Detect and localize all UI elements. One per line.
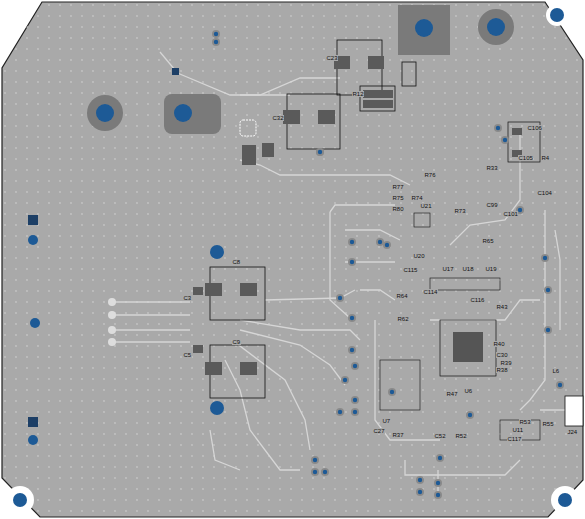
via bbox=[494, 124, 502, 132]
part-designator: C27 bbox=[373, 428, 385, 434]
part-designator: R76 bbox=[424, 172, 436, 178]
via bbox=[336, 408, 344, 416]
via bbox=[348, 258, 356, 266]
part-designator: R4 bbox=[541, 155, 550, 161]
via bbox=[348, 314, 356, 322]
part-designator: C52 bbox=[434, 433, 446, 439]
part-designator: R37 bbox=[392, 432, 404, 438]
via bbox=[348, 346, 356, 354]
part-designator: R38 bbox=[496, 367, 508, 373]
via bbox=[501, 136, 509, 144]
part-designator: R65 bbox=[482, 238, 494, 244]
via bbox=[351, 362, 359, 370]
part-designator: L6 bbox=[552, 368, 560, 374]
part-designator: C32 bbox=[272, 115, 284, 121]
part-designator: U21 bbox=[420, 203, 432, 209]
part-designator: R33 bbox=[486, 165, 498, 171]
via bbox=[351, 396, 359, 404]
mounting-holes bbox=[6, 4, 579, 514]
via bbox=[311, 468, 319, 476]
via bbox=[348, 238, 356, 246]
via bbox=[541, 254, 549, 262]
part-designator: R64 bbox=[396, 293, 408, 299]
via bbox=[466, 411, 474, 419]
via bbox=[351, 408, 359, 416]
via bbox=[311, 456, 319, 464]
part-designator: C116 bbox=[470, 297, 485, 303]
part-designator: C104 bbox=[537, 190, 552, 196]
via bbox=[341, 376, 349, 384]
part-designator: J24 bbox=[567, 429, 578, 435]
via bbox=[212, 30, 220, 38]
component-footprints bbox=[193, 40, 583, 440]
via bbox=[416, 476, 424, 484]
part-designator: R74 bbox=[411, 195, 423, 201]
part-designator: R75 bbox=[392, 195, 404, 201]
part-designator: C5 bbox=[183, 352, 192, 358]
via bbox=[383, 241, 391, 249]
via bbox=[336, 294, 344, 302]
via bbox=[434, 479, 442, 487]
part-designator: C23 bbox=[326, 55, 338, 61]
part-designator: C117 bbox=[507, 436, 522, 442]
part-designator: C105 bbox=[518, 155, 533, 161]
connector-pads bbox=[28, 68, 179, 445]
part-designator: C8 bbox=[232, 259, 241, 265]
via bbox=[416, 488, 424, 496]
via bbox=[316, 148, 324, 156]
part-designator: R43 bbox=[496, 304, 508, 310]
part-designator: C30 bbox=[496, 352, 508, 358]
part-designator: C9 bbox=[232, 339, 241, 345]
via bbox=[556, 381, 564, 389]
part-designator: C114 bbox=[423, 289, 438, 295]
part-designator: U11 bbox=[512, 427, 524, 433]
via bbox=[436, 454, 444, 462]
part-designator: R55 bbox=[542, 421, 554, 427]
part-designator: C106 bbox=[527, 125, 542, 131]
part-designator: R52 bbox=[455, 433, 467, 439]
via bbox=[316, 148, 324, 156]
part-designator: U6 bbox=[464, 388, 473, 394]
part-designator: U18 bbox=[462, 266, 474, 272]
via bbox=[544, 286, 552, 294]
part-designator: C99 bbox=[486, 202, 498, 208]
part-designator: R73 bbox=[454, 208, 466, 214]
via bbox=[376, 238, 384, 246]
copper-traces bbox=[112, 52, 575, 495]
part-designator: U7 bbox=[382, 418, 391, 424]
via bbox=[212, 38, 220, 46]
via bbox=[434, 491, 442, 499]
part-designator: C101 bbox=[503, 211, 518, 217]
part-designator: R12 bbox=[352, 91, 364, 97]
via bbox=[321, 468, 329, 476]
part-designator: R53 bbox=[519, 419, 531, 425]
part-designator: U19 bbox=[485, 266, 497, 272]
via bbox=[388, 388, 396, 396]
part-designator: U20 bbox=[413, 253, 425, 259]
part-designator: U17 bbox=[442, 266, 454, 272]
part-designator: R47 bbox=[446, 391, 458, 397]
part-designator: C3 bbox=[183, 295, 192, 301]
part-designator: R40 bbox=[493, 341, 505, 347]
part-designator: R39 bbox=[500, 360, 512, 366]
part-designator: R62 bbox=[397, 316, 409, 322]
part-designator: R80 bbox=[392, 206, 404, 212]
part-designator: R77 bbox=[392, 184, 404, 190]
via bbox=[544, 326, 552, 334]
part-designator: C115 bbox=[403, 267, 418, 273]
